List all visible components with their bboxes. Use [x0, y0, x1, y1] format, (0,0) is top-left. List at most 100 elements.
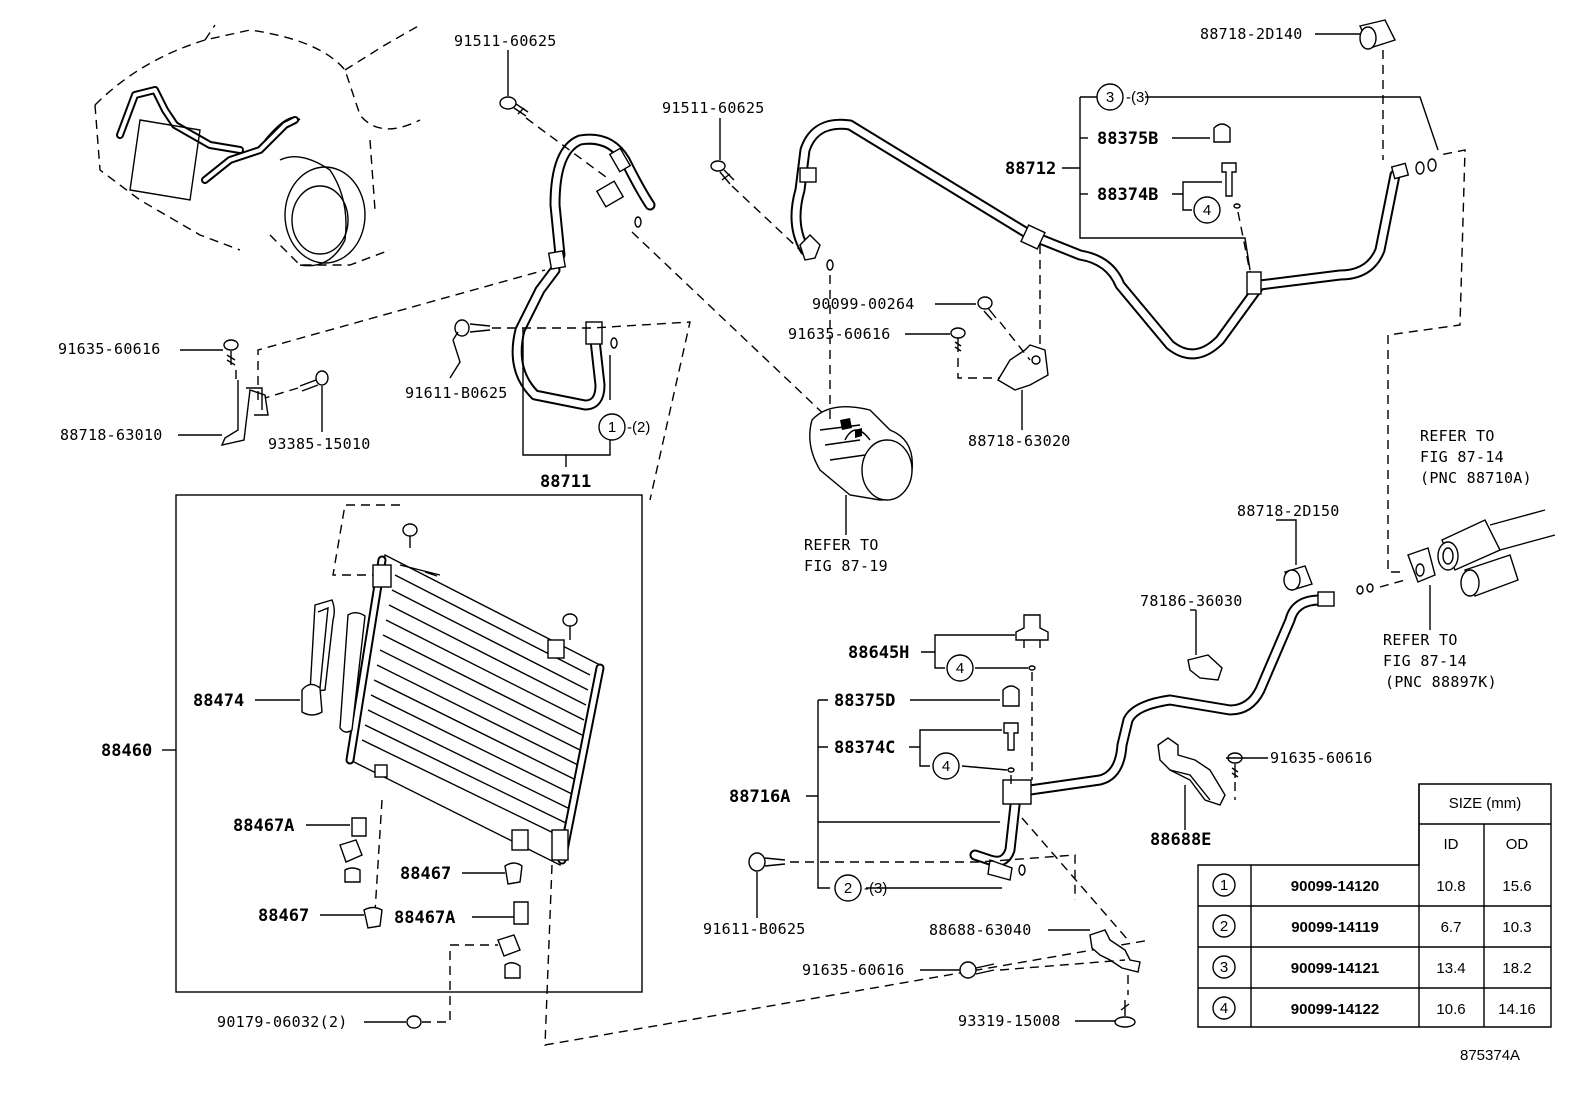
table-row: 2 90099-14119 6.7 10.3 — [1212, 914, 1532, 938]
label-91511-60625-b: 91511-60625 — [662, 99, 765, 117]
suction-pipe-88712 — [790, 118, 1437, 360]
circle-mark-label: 3 — [1106, 89, 1114, 106]
bolt-91611-b0625-a — [454, 319, 491, 337]
bracket-88688e — [1157, 737, 1226, 830]
label-91635-60616-b: 91635-60616 — [788, 325, 891, 343]
label-88467-b: 88467 — [258, 906, 309, 926]
bolt-93385-15010 — [299, 370, 329, 392]
table-row-mark: 1 — [1220, 877, 1228, 894]
cap-88375b — [1213, 123, 1231, 143]
label-88467-a: 88467 — [400, 864, 451, 884]
label-88375d: 88375D — [834, 691, 895, 711]
circle-mark-2: 2 — [834, 874, 862, 902]
table-row-part: 90099-14122 — [1291, 1001, 1379, 1018]
circle-mark-4-valve: 4 — [932, 752, 960, 780]
bolt-91611-b0625-b — [748, 852, 786, 872]
label-88688-63040: 88688-63040 — [929, 921, 1032, 939]
label-refer-fig-87-19-line2: FIG 87-19 — [804, 557, 888, 575]
label-88712: 88712 — [1005, 159, 1056, 179]
bracket-88688-63040 — [1089, 929, 1141, 973]
circle-mark-label: 4 — [942, 758, 950, 775]
circle-mark-label: 1 — [608, 419, 616, 436]
label-88718-2d140: 88718-2D140 — [1200, 25, 1303, 43]
circle-mark-3-top: 3 — [1096, 83, 1124, 111]
table-row-od: 15.6 — [1502, 878, 1531, 895]
circle-mark-label: 4 — [1203, 202, 1211, 219]
label-88467a-a: 88467A — [233, 816, 294, 836]
table-header-id: ID — [1444, 836, 1459, 853]
table-row-part: 90099-14119 — [1291, 919, 1379, 936]
table-row-od: 18.2 — [1502, 960, 1531, 977]
table-row-od: 14.16 — [1498, 1001, 1536, 1018]
label-91511-60625-a: 91511-60625 — [454, 32, 557, 50]
table-header-od: OD — [1506, 836, 1529, 853]
label-refer-a-line1: REFER TO — [1420, 427, 1495, 445]
label-88718-63020: 88718-63020 — [968, 432, 1071, 450]
label-88711: 88711 — [540, 472, 591, 492]
label-refer-a-line2: FIG 87-14 — [1420, 448, 1504, 466]
label-90099-00264: 90099-00264 — [812, 295, 915, 313]
part-labels: 91511-60625 91511-60625 88718-2D140 -(3)… — [58, 25, 1532, 1064]
cushion-88467a-b — [497, 901, 529, 979]
label-refer-b-line3: (PNC 88897K) — [1385, 673, 1497, 691]
bolt-91635-60616-c — [1227, 752, 1243, 778]
pressure-switch-88645h — [1015, 614, 1049, 671]
clip-78186-36030 — [1187, 610, 1223, 681]
label-88375b: 88375B — [1097, 129, 1158, 149]
label-refer-b-line1: REFER TO — [1383, 631, 1458, 649]
label-88374b: 88374B — [1097, 185, 1158, 205]
table-row-id: 6.7 — [1441, 919, 1462, 936]
label-88718-2d150: 88718-2D150 — [1237, 502, 1340, 520]
o-ring-size-table: SIZE (mm) ID OD 1 90099-14120 10.8 15.6 … — [1197, 783, 1552, 1028]
label-91635-60616-c: 91635-60616 — [1270, 749, 1373, 767]
label-91611-b0625-b: 91611-B0625 — [703, 920, 806, 938]
leader-lines — [162, 33, 1439, 1023]
circle-mark-label: 2 — [844, 880, 852, 897]
label-93385-15010: 93385-15010 — [268, 435, 371, 453]
label-91635-60616-a: 91635-60616 — [58, 340, 161, 358]
bolt-91511-60625-b — [710, 160, 735, 185]
cushion-88467a-a — [339, 817, 367, 883]
label-91635-60616-d: 91635-60616 — [802, 961, 905, 979]
receiver-cover-88474 — [301, 599, 335, 716]
valve-core-88374b — [1221, 162, 1241, 209]
table-header-size: SIZE (mm) — [1449, 795, 1522, 812]
label-78186-36030: 78186-36030 — [1140, 592, 1243, 610]
bracket-88718-63010 — [220, 380, 269, 446]
table-row-part: 90099-14121 — [1291, 960, 1379, 977]
cap-88375d — [1002, 685, 1020, 707]
label-refer-b-line2: FIG 87-14 — [1383, 652, 1467, 670]
label-88718-63010: 88718-63010 — [60, 426, 163, 444]
circle-mark-label: 4 — [956, 660, 964, 677]
bolt-90099-00264 — [977, 296, 997, 321]
label-88474: 88474 — [193, 691, 244, 711]
label-88467a-b: 88467A — [394, 908, 455, 928]
label-88688e: 88688E — [1150, 830, 1211, 850]
table-row: 3 90099-14121 13.4 18.2 — [1212, 955, 1532, 979]
bolt-91635-60616-b — [950, 327, 966, 352]
circle-mark-4-top: 4 — [1193, 196, 1221, 224]
evaporator-pipe-connection-illustration — [1407, 509, 1556, 630]
label-90179-06032: 90179-06032(2) — [217, 1013, 348, 1031]
table-row: 4 90099-14122 10.6 14.16 — [1212, 996, 1536, 1020]
clamp-88718-2d150 — [1283, 565, 1313, 591]
table-row-od: 10.3 — [1502, 919, 1531, 936]
condenser-core-illustration — [339, 523, 605, 867]
label-88645h: 88645H — [848, 643, 909, 663]
bolt-91511-60625-a — [499, 96, 529, 117]
label-91611-b0625-a: 91611-B0625 — [405, 384, 508, 402]
circle-mark-1: 1 — [598, 413, 626, 441]
liquid-pipe-88716a — [969, 583, 1374, 881]
cushion-88467-b — [363, 906, 383, 929]
label-circle-1-qty: -(2) — [627, 419, 650, 436]
table-row-id: 10.8 — [1436, 878, 1465, 895]
label-88716a: 88716A — [729, 787, 790, 807]
label-88374c: 88374C — [834, 738, 895, 758]
table-row: 1 90099-14120 10.8 15.6 — [1212, 873, 1532, 897]
label-93319-15008: 93319-15008 — [958, 1012, 1061, 1030]
valve-core-88374c — [1003, 722, 1019, 773]
bolt-90179-06032 — [406, 1015, 422, 1029]
table-row-id: 10.6 — [1436, 1001, 1465, 1018]
clamp-88718-2d140 — [1359, 19, 1396, 50]
